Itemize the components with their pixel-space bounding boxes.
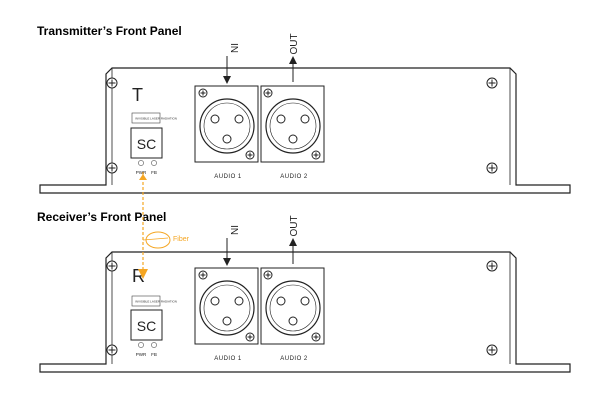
pwr-led-icon — [138, 160, 144, 166]
pwr-led-label: PWR — [136, 352, 147, 357]
laser-warning-label — [131, 112, 161, 124]
screw-icon — [486, 344, 498, 356]
xlr-audio1-connector — [194, 85, 259, 163]
fb-led-icon — [151, 342, 157, 348]
pwr-led-icon — [138, 342, 144, 348]
fb-led-label: FB — [151, 352, 157, 357]
receiver-panel-title: Receiver’s Front Panel — [37, 210, 167, 224]
fiber-callout — [145, 231, 171, 249]
fiber-leader — [142, 237, 169, 241]
pwr-led-label: PWR — [136, 170, 147, 175]
laser-warning-label — [131, 295, 161, 307]
transmitter-panel-title: Transmitter’s Front Panel — [37, 24, 182, 38]
out-arrow-label: OUT — [289, 33, 300, 54]
sc-connector-label: SC — [137, 318, 156, 334]
sc-fiber-port — [130, 127, 163, 159]
fiber-label: Fiber — [173, 236, 190, 243]
screw-icon — [106, 77, 118, 89]
receiver-panel: R INVISIBLE LASER RADIATION SC PWR FB — [39, 215, 571, 373]
sc-fiber-port — [130, 309, 163, 341]
audio2-label: AUDIO 2 — [280, 356, 308, 362]
laser-warning-text: INVISIBLE LASER RADIATION — [135, 117, 177, 121]
laser-warning-text: INVISIBLE LASER RADIATION — [135, 300, 177, 304]
screw-icon — [486, 260, 498, 272]
fiber-arrow-up-icon — [139, 174, 147, 180]
fb-led-icon — [151, 160, 157, 166]
xlr-audio2-connector — [260, 85, 325, 163]
audio1-label: AUDIO 1 — [214, 174, 242, 180]
screw-icon — [486, 162, 498, 174]
sc-connector-label: SC — [137, 136, 156, 152]
fb-led-label: FB — [151, 170, 157, 175]
in-arrow-label: IN — [228, 43, 239, 53]
xlr-audio2-connector — [260, 267, 325, 345]
screw-icon — [106, 162, 118, 174]
fiber-link: Fiber — [138, 172, 190, 279]
xlr-audio1-connector — [194, 267, 259, 345]
out-arrow-label: OUT — [289, 215, 300, 236]
audio1-label: AUDIO 1 — [214, 356, 242, 362]
screw-icon — [106, 260, 118, 272]
transmitter-letter: T — [132, 85, 143, 105]
transmitter-panel: T INVISIBLE LASER RADIATION SC PWR FB — [39, 33, 571, 194]
screw-icon — [486, 77, 498, 89]
in-arrow-label: IN — [228, 225, 239, 235]
screw-icon — [106, 344, 118, 356]
audio2-label: AUDIO 2 — [280, 174, 308, 180]
